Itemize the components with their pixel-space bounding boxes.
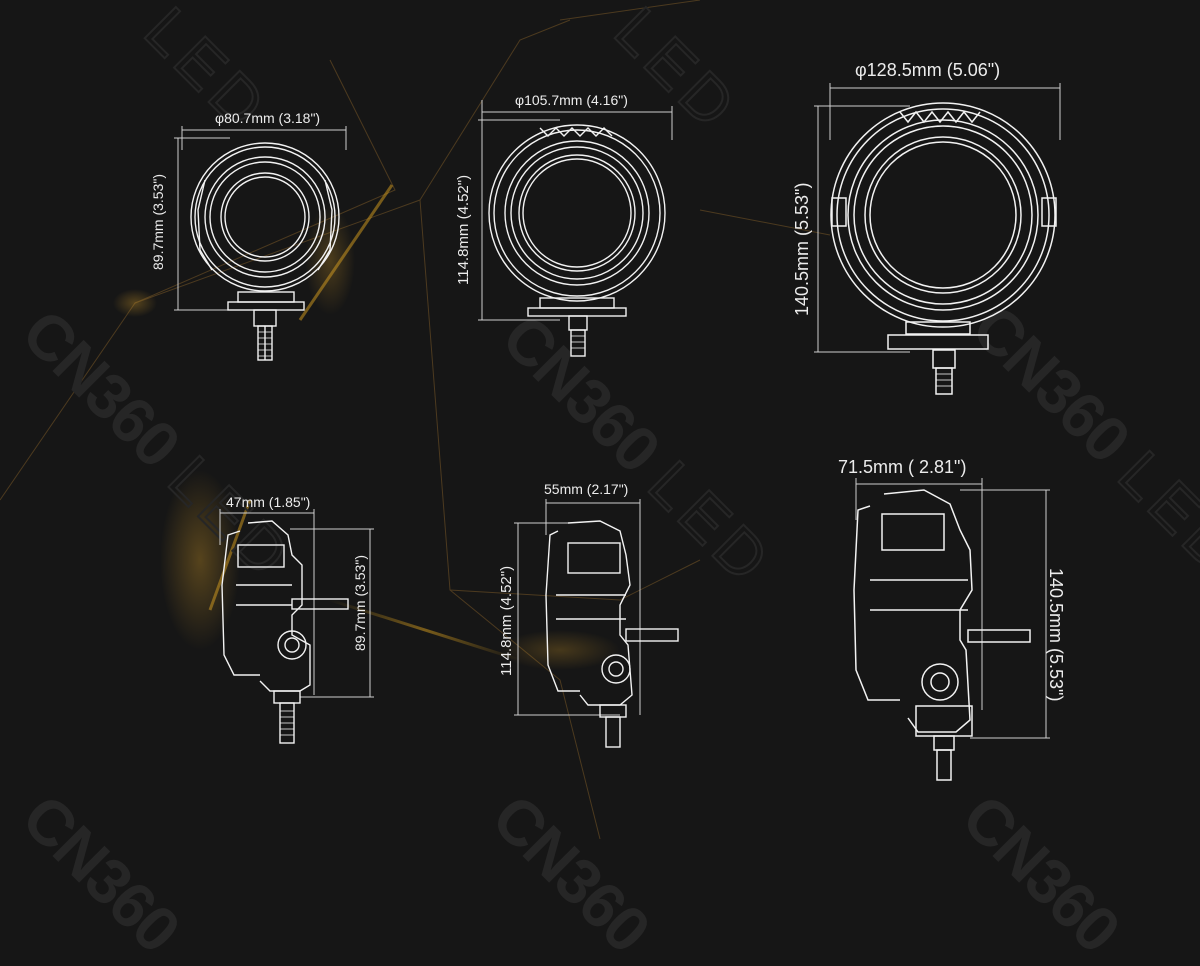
front-medium-height-label: 114.8mm (4.52") (455, 174, 472, 285)
front-view-large-drawing (814, 83, 1061, 395)
front-small-width-label: φ80.7mm (3.18") (215, 110, 321, 126)
front-medium-width-label: φ105.7mm (4.16") (515, 92, 628, 108)
side-small-height-label: 89.7mm (3.53") (352, 554, 368, 651)
front-small-height-label: 89.7mm (3.53") (150, 173, 166, 270)
side-small-depth-label: 47mm (1.85") (226, 494, 311, 510)
side-medium-depth-label: 55mm (2.17") (544, 481, 629, 497)
side-view-medium-drawing (514, 499, 679, 748)
side-view-small-drawing (219, 509, 374, 744)
front-view-medium-drawing (478, 100, 673, 357)
front-large-height-label: 140.5mm (5.53") (792, 182, 812, 316)
side-large-depth-label: 71.5mm ( 2.81") (838, 457, 967, 477)
side-large-height-label: 140.5mm (5.53") (1046, 568, 1066, 702)
front-view-small-drawing (174, 126, 347, 361)
side-view-large-drawing (853, 478, 1050, 781)
side-medium-height-label: 114.8mm (4.52") (498, 565, 515, 676)
front-large-width-label: φ128.5mm (5.06") (855, 60, 1001, 80)
